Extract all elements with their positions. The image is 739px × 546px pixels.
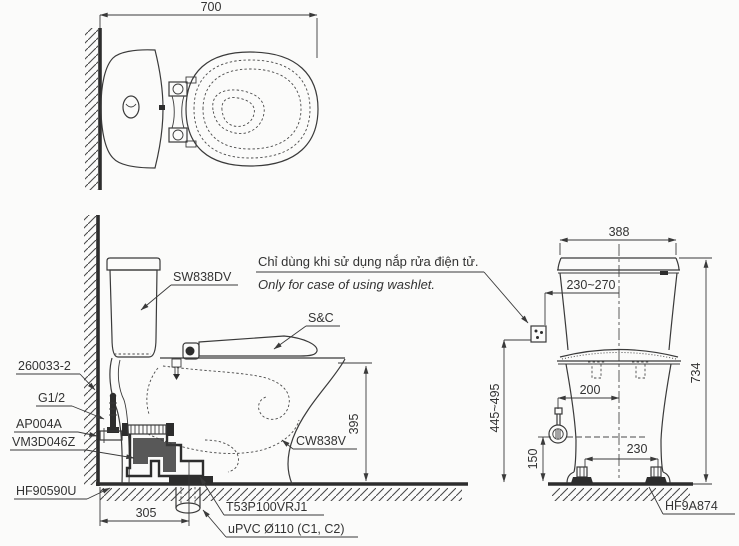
dim-445-495: 445~495 [488,339,531,483]
dim-734-text: 734 [689,363,703,384]
dim-200: 200 [557,383,620,409]
dim-230-270-text: 230~270 [566,278,615,292]
seat-hinge-side [185,346,195,356]
gasket-label: VM3D046Z [12,435,76,449]
flush-button-plan [122,95,140,119]
dim-200-text: 200 [580,383,601,397]
base-bolt-right [645,466,667,483]
dim-150: 150 [526,436,551,482]
floor-flange [169,476,213,484]
supply-tap-front [548,407,648,444]
dim-445-495-text: 445~495 [488,383,502,432]
top-view: 700 [85,0,319,190]
seat-front [557,348,681,379]
supply-bolt [110,397,116,427]
side-view: 395 305 SW838DV 260033-2 G1/2 AP004A VM3… [10,215,468,538]
tank-side [106,257,161,358]
seat-plan [185,51,319,167]
dim-388-text: 388 [609,225,630,239]
front-view: 388 230~270 734 445~495 200 150 [488,225,735,515]
dim-230-270: 230~270 [544,278,619,325]
bolt-cap-callout: HF9A874 [648,486,735,515]
drain-pipe-label: uPVC Ø110 (C1, C2) [228,522,344,536]
dim-305-text: 305 [136,506,157,520]
dim-305: 305 [99,460,190,526]
note-english: Only for case of using washlet. [258,277,435,292]
washlet-fitting [171,358,182,368]
trap-assembly [122,423,213,484]
dim-734: 734 [679,257,712,483]
dim-230: 230 [584,442,659,467]
note-vietnamese: Chỉ dùng khi sử dụng nắp rửa điện tử. [258,254,479,269]
bowl-front [565,363,672,484]
floor-hatch-front [552,488,690,501]
dim-388: 388 [559,225,677,255]
tank-front [557,257,680,351]
wall-supply-label: 260033-2 [18,359,71,373]
bowl-label: CW838V [296,434,347,448]
dim-150-text: 150 [526,449,540,470]
outlet-socket-label: T53P100VRJ1 [226,500,307,514]
flush-button-front [660,271,668,275]
washlet-note: Chỉ dùng khi sử dụng nắp rửa điện tử. On… [256,254,529,324]
dim-395-text: 395 [347,414,361,435]
dim-700: 700 [99,0,318,58]
bowl-side [109,357,346,485]
tank-plan [100,49,165,169]
floor-seal-label: HF90590U [16,484,76,498]
stop-valve-label: AP004A [16,417,63,431]
thread-label: G1/2 [38,391,65,405]
note-leader [483,271,529,324]
tank-label: SW838DV [173,270,232,284]
base-bolt-left [571,466,593,483]
tank-clip [159,105,165,110]
bolt-cap-label: HF9A874 [665,499,718,513]
wall-hatch-side [84,215,97,485]
supply-fittings-side [99,392,123,443]
side-view-labels: SW838DV 260033-2 G1/2 AP004A VM3D046Z HF… [10,270,358,538]
dim-230-text: 230 [627,442,648,456]
drain-pipe [175,487,201,514]
dim-395: 395 [338,362,372,482]
floor-hatch-side [100,488,462,501]
washlet-seat-side [171,335,318,380]
wall-hatch [85,28,98,190]
water-surface-plan [212,89,265,135]
seat-label: S&C [308,311,334,325]
power-outlet [530,325,547,343]
dim-700-text: 700 [201,0,222,14]
